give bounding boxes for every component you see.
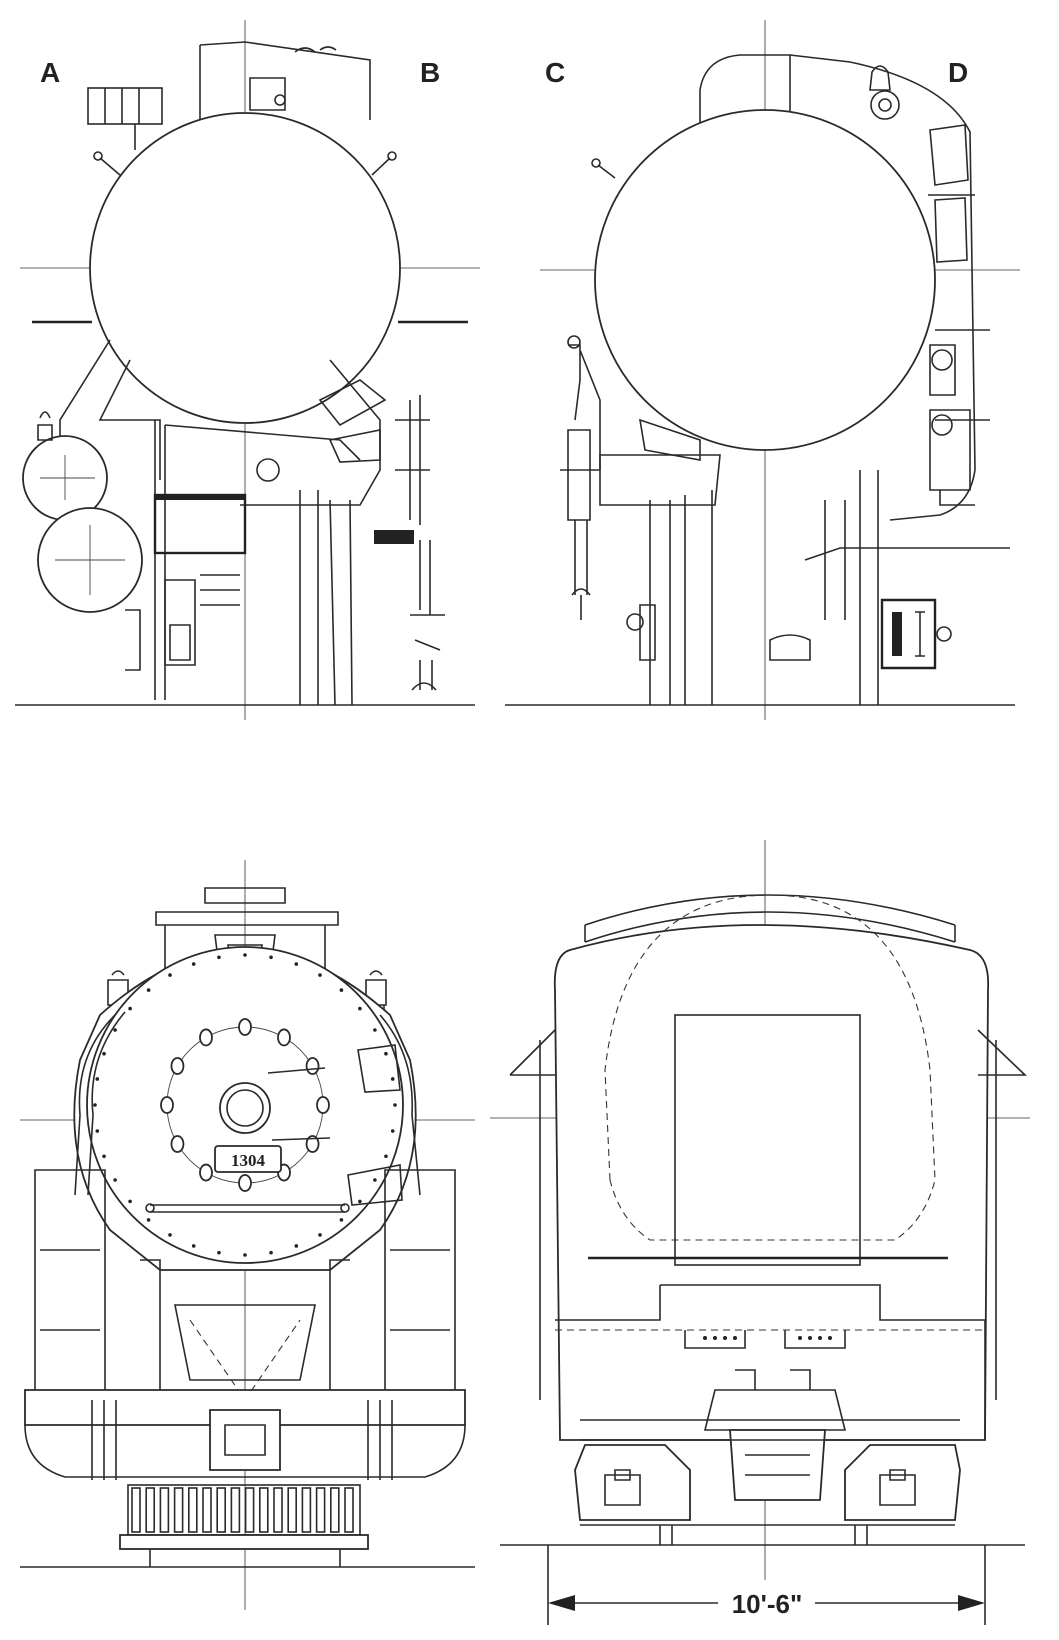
smokebox-rivet <box>128 1199 132 1204</box>
smokebox-rivet <box>146 988 151 992</box>
pilot-slat <box>344 1487 354 1533</box>
smokebox-rivet <box>373 1178 377 1182</box>
pilot-slat <box>329 1487 340 1533</box>
smokebox-rivet <box>373 1028 377 1032</box>
smokebox-rivet <box>93 1103 97 1107</box>
section-view-c-d <box>505 20 1020 720</box>
pilot-slat <box>188 1487 198 1533</box>
pilot-slat <box>131 1487 141 1533</box>
front-elevation-view: 1304 <box>20 860 475 1610</box>
pilot-slat <box>230 1487 241 1533</box>
smokebox-door-dog <box>199 1163 213 1182</box>
smokebox-rivet <box>243 1253 247 1257</box>
smokebox-rivet <box>113 1028 117 1032</box>
pilot-slat <box>202 1487 212 1533</box>
smokebox-rivet <box>384 1154 388 1159</box>
smokebox-rivet <box>269 955 273 960</box>
width-dimension-label: 10'-6" <box>732 1589 803 1619</box>
smokebox-rivet <box>358 1199 362 1204</box>
smokebox-rivet <box>358 1006 362 1011</box>
smokebox-rivet <box>339 988 344 992</box>
pilot-slat <box>287 1487 298 1533</box>
pilot-slat <box>216 1487 226 1533</box>
pilot-slat <box>273 1487 283 1533</box>
smokebox-rivet <box>294 962 299 966</box>
view-label-b: B <box>420 57 440 88</box>
smokebox-door-dogs <box>93 953 397 1257</box>
smokebox-rivet <box>146 1218 151 1222</box>
smokebox-door-dog <box>238 1018 252 1036</box>
pilot-slat <box>315 1487 326 1533</box>
smokebox-rivet <box>217 1250 221 1255</box>
smokebox-rivet <box>318 1233 322 1237</box>
pilot-footboard-slats <box>131 1487 354 1533</box>
smokebox-rivet <box>95 1077 100 1081</box>
smokebox-rivet <box>168 973 172 977</box>
pilot-slat <box>145 1487 155 1533</box>
smokebox-rivet <box>102 1051 106 1056</box>
smokebox-door-dog <box>170 1135 185 1153</box>
pilot-slat <box>159 1487 170 1533</box>
smokebox-rivet <box>243 953 247 957</box>
smokebox-rivet <box>390 1077 395 1081</box>
smokebox-rivet <box>95 1129 100 1133</box>
width-dimension: 10'-6" <box>547 1545 986 1625</box>
smokebox-rivet <box>384 1051 388 1056</box>
number-plate <box>214 1145 282 1173</box>
smokebox-rivet <box>339 1218 344 1222</box>
smokebox-rivet <box>128 1006 132 1011</box>
smokebox-door-dog <box>160 1096 174 1114</box>
view-label-a: A <box>40 57 60 88</box>
smokebox-rivet <box>390 1129 395 1133</box>
view-label-d: D <box>948 57 968 88</box>
view-label-c: C <box>545 57 565 88</box>
tender-rear-elevation-view: 10'-6" <box>490 840 1030 1625</box>
smokebox-door-dog <box>199 1028 213 1047</box>
smokebox-rivet <box>191 962 196 966</box>
pilot-slat <box>173 1487 184 1533</box>
smokebox-rivet <box>294 1244 299 1248</box>
smokebox-rivet <box>318 973 322 977</box>
pilot-slat <box>244 1487 255 1533</box>
smokebox-rivet <box>168 1233 172 1237</box>
smokebox-door-dog <box>305 1135 320 1153</box>
smokebox-door-dog <box>316 1096 330 1114</box>
smokebox-door-dog <box>277 1028 291 1047</box>
smokebox-door-dog <box>170 1057 185 1075</box>
smokebox-rivet <box>113 1178 117 1182</box>
pilot-slat <box>301 1487 312 1533</box>
section-view-a-b <box>15 20 480 720</box>
smokebox-rivet <box>102 1154 106 1159</box>
smokebox-door-dog <box>238 1174 252 1192</box>
smokebox-door-dog <box>305 1057 320 1075</box>
smokebox-rivet <box>191 1244 196 1248</box>
smokebox-rivet <box>393 1103 397 1107</box>
pilot-slat <box>258 1487 269 1533</box>
smokebox-rivet <box>269 1250 273 1255</box>
smokebox-rivet <box>217 955 221 960</box>
number-plate-text: 1304 <box>231 1151 266 1170</box>
